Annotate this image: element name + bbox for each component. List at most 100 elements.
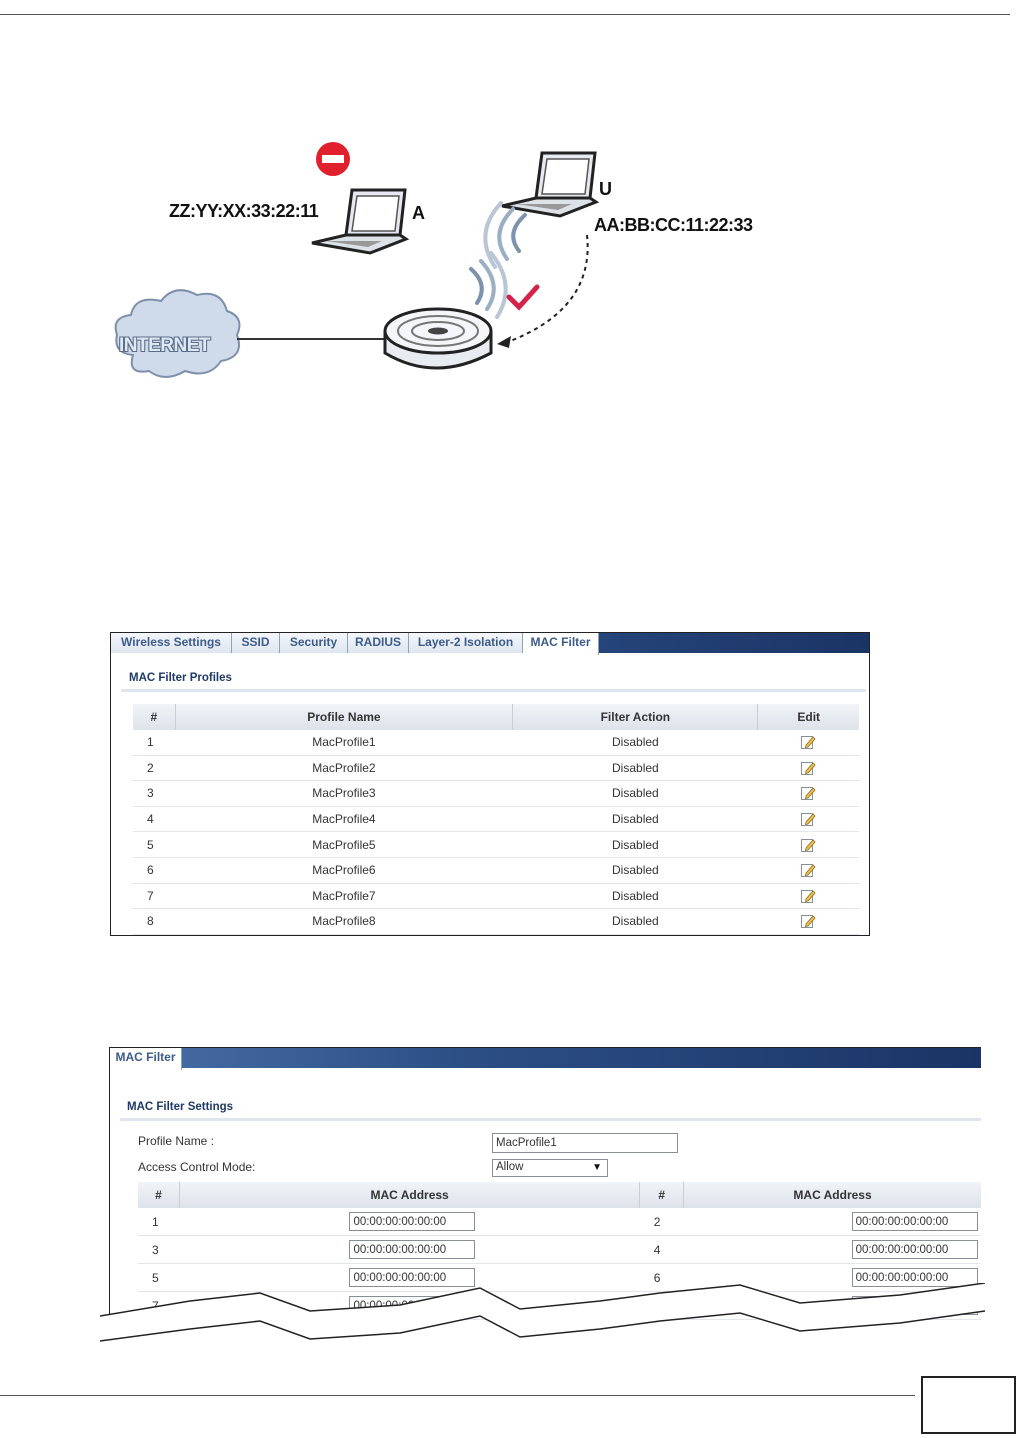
- row-number: 3: [133, 780, 176, 807]
- edit-icon[interactable]: [800, 760, 817, 776]
- section-divider: [121, 689, 866, 692]
- header-rule: [0, 14, 1010, 15]
- edit-icon[interactable]: [800, 785, 817, 801]
- footer-rule: [0, 1395, 915, 1396]
- wireless-signal-icon: [483, 201, 527, 269]
- tab-mac-filter[interactable]: MAC Filter: [523, 633, 599, 655]
- mac-table-row: 56: [138, 1263, 981, 1292]
- edit-icon[interactable]: [800, 734, 817, 750]
- row-filter-action: Disabled: [512, 806, 758, 833]
- row-filter-action: Disabled: [512, 755, 758, 782]
- row-profile-name: MacProfile7: [175, 883, 513, 910]
- mac-address-input[interactable]: [851, 1240, 978, 1259]
- row-edit: [757, 806, 859, 833]
- row-number: 2: [133, 755, 176, 782]
- tab-ssid[interactable]: SSID: [232, 633, 280, 653]
- settings-section-title: MAC Filter Settings: [127, 1101, 234, 1113]
- mac-cell-left: [179, 1235, 640, 1264]
- internet-label: INTERNET: [119, 335, 211, 356]
- mac-address-input[interactable]: [851, 1212, 978, 1231]
- edit-icon[interactable]: [800, 888, 817, 904]
- mac-table-row: 34: [138, 1235, 981, 1264]
- row-filter-action: Disabled: [512, 730, 758, 756]
- mac-row-number-left: 3: [138, 1235, 180, 1264]
- blocked-icon: [316, 142, 350, 176]
- row-edit: [757, 883, 859, 910]
- col-number-left: #: [138, 1182, 180, 1208]
- continuation-break: [100, 1283, 985, 1342]
- association-arrow: [504, 234, 589, 344]
- edit-icon[interactable]: [800, 811, 817, 827]
- row-filter-action: Disabled: [512, 780, 758, 807]
- tab-radius[interactable]: RADIUS: [348, 633, 409, 653]
- row-profile-name: MacProfile3: [175, 780, 513, 807]
- row-edit: [757, 857, 859, 884]
- tab-wireless-settings[interactable]: Wireless Settings: [111, 633, 232, 653]
- access-control-mode-select[interactable]: Allow ▼: [492, 1159, 608, 1177]
- row-number: 1: [133, 730, 176, 756]
- mac-address-input[interactable]: [349, 1268, 476, 1287]
- laptop-u-mac: AA:BB:CC:11:22:33: [594, 215, 753, 235]
- page-number-box: [921, 1376, 1016, 1434]
- edit-icon[interactable]: [800, 837, 817, 853]
- mac-address-input[interactable]: [851, 1268, 978, 1287]
- mac-row-number-right: 2: [639, 1208, 684, 1236]
- row-profile-name: MacProfile6: [175, 857, 513, 884]
- row-edit: [757, 780, 859, 807]
- dropdown-arrow-icon: ▼: [592, 1162, 602, 1173]
- row-edit: [757, 831, 859, 858]
- col-profile-name: Profile Name: [174, 704, 513, 730]
- tab-layer2-isolation[interactable]: Layer-2 Isolation: [409, 633, 523, 653]
- allowed-check-icon: [506, 284, 540, 311]
- mac-row-number-right: 6: [639, 1263, 684, 1292]
- col-number-right: #: [639, 1182, 684, 1208]
- tab-mac-filter-settings[interactable]: MAC Filter: [110, 1048, 182, 1070]
- access-control-mode-label: Access Control Mode:: [138, 1160, 256, 1174]
- col-edit: Edit: [757, 704, 859, 730]
- row-profile-name: MacProfile4: [175, 806, 513, 833]
- laptop-a-mac: ZZ:YY:XX:33:22:11: [169, 201, 319, 221]
- mac-cell-left: [179, 1208, 640, 1236]
- row-profile-name: MacProfile2: [175, 755, 513, 782]
- edit-icon[interactable]: [800, 862, 817, 878]
- settings-section-divider: [120, 1118, 981, 1121]
- profile-name-label: Profile Name :: [138, 1134, 215, 1148]
- internet-cloud-icon: [114, 289, 241, 378]
- col-mac-right: MAC Address: [683, 1182, 981, 1208]
- access-control-mode-value: Allow: [496, 1161, 524, 1173]
- edit-icon[interactable]: [800, 913, 817, 929]
- mac-address-input[interactable]: [349, 1212, 476, 1231]
- row-filter-action: Disabled: [512, 908, 758, 935]
- section-title: MAC Filter Profiles: [129, 672, 232, 684]
- tab-security[interactable]: Security: [280, 633, 348, 653]
- mac-cell-right: [683, 1235, 981, 1264]
- mac-cell-right: [683, 1263, 981, 1292]
- laptop-a-icon: [311, 188, 410, 255]
- row-filter-action: Disabled: [512, 857, 758, 884]
- mac-address-input[interactable]: [349, 1240, 476, 1259]
- row-filter-action: Disabled: [512, 883, 758, 910]
- row-number: 4: [133, 806, 176, 833]
- settings-tab-bar: MAC Filter: [110, 1048, 981, 1070]
- row-profile-name: MacProfile8: [175, 908, 513, 935]
- mac-filter-profiles-panel: Wireless Settings SSID Security RADIUS L…: [110, 632, 870, 936]
- tab-bar: Wireless Settings SSID Security RADIUS L…: [111, 633, 869, 655]
- profile-name-input[interactable]: [492, 1133, 678, 1153]
- wireless-signal-icon-router: [469, 251, 508, 319]
- mac-row-number-left: 5: [138, 1263, 180, 1292]
- laptop-u-label: U: [599, 179, 612, 199]
- row-filter-action: Disabled: [512, 831, 758, 858]
- table-header: # Profile Name Filter Action Edit: [133, 704, 859, 730]
- row-profile-name: MacProfile1: [175, 730, 513, 756]
- mac-row-number-left: 1: [138, 1208, 180, 1236]
- row-edit: [757, 755, 859, 782]
- diagram-graphic: [114, 142, 600, 378]
